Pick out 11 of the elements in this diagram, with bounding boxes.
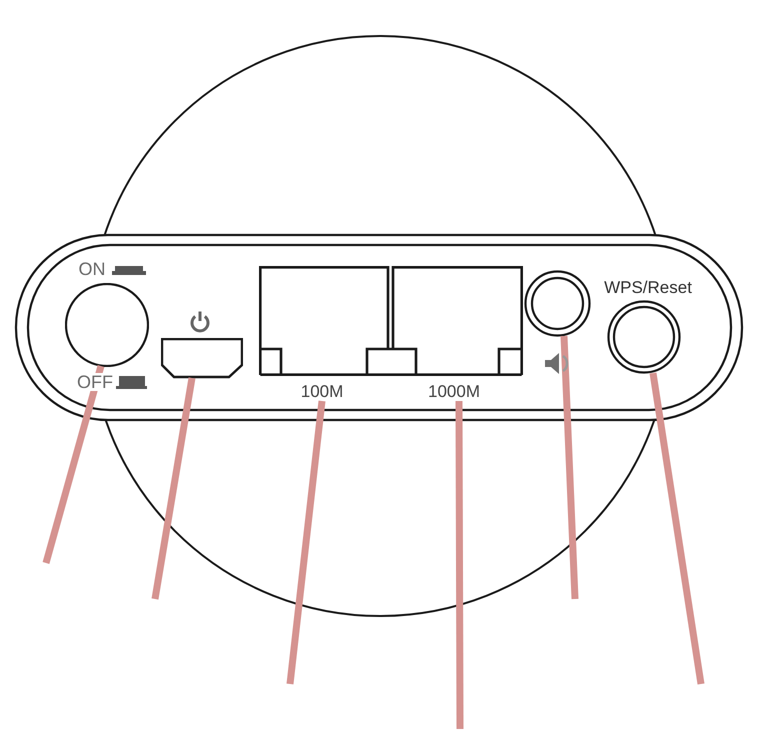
switch-position-label: OFF bbox=[76, 373, 114, 391]
leader-line bbox=[42, 365, 104, 564]
leader-line bbox=[152, 377, 196, 600]
leader-line bbox=[650, 372, 704, 685]
port-speed-label: 1000M bbox=[427, 383, 481, 400]
port-speed-label: 100M bbox=[300, 383, 344, 400]
leader-line bbox=[456, 400, 464, 730]
switch-position-label: ON bbox=[78, 260, 106, 278]
button-label: WPS/Reset bbox=[603, 279, 693, 296]
leader-line bbox=[560, 336, 578, 600]
leader-line bbox=[286, 400, 326, 684]
